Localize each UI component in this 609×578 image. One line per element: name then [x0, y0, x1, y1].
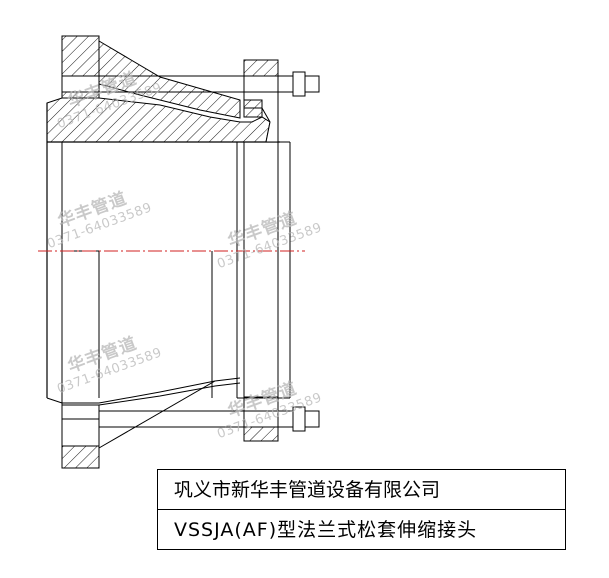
gland-ring-top — [243, 59, 279, 143]
left-flange-top — [61, 35, 100, 99]
inner-pipe — [211, 141, 291, 399]
left-flange-bottom — [61, 404, 100, 469]
tie-bolt-bottom — [99, 406, 320, 432]
sleeve-body-bottom — [46, 377, 241, 449]
company-name: 巩义市新华丰管道设备有限公司 — [158, 470, 565, 510]
gland-ring-bottom — [243, 396, 279, 442]
title-block: 巩义市新华丰管道设备有限公司 VSSJA(AF)型法兰式松套伸缩接头 — [157, 469, 566, 550]
product-name: VSSJA(AF)型法兰式松套伸缩接头 — [174, 519, 478, 541]
tie-bolt-top — [99, 71, 320, 97]
